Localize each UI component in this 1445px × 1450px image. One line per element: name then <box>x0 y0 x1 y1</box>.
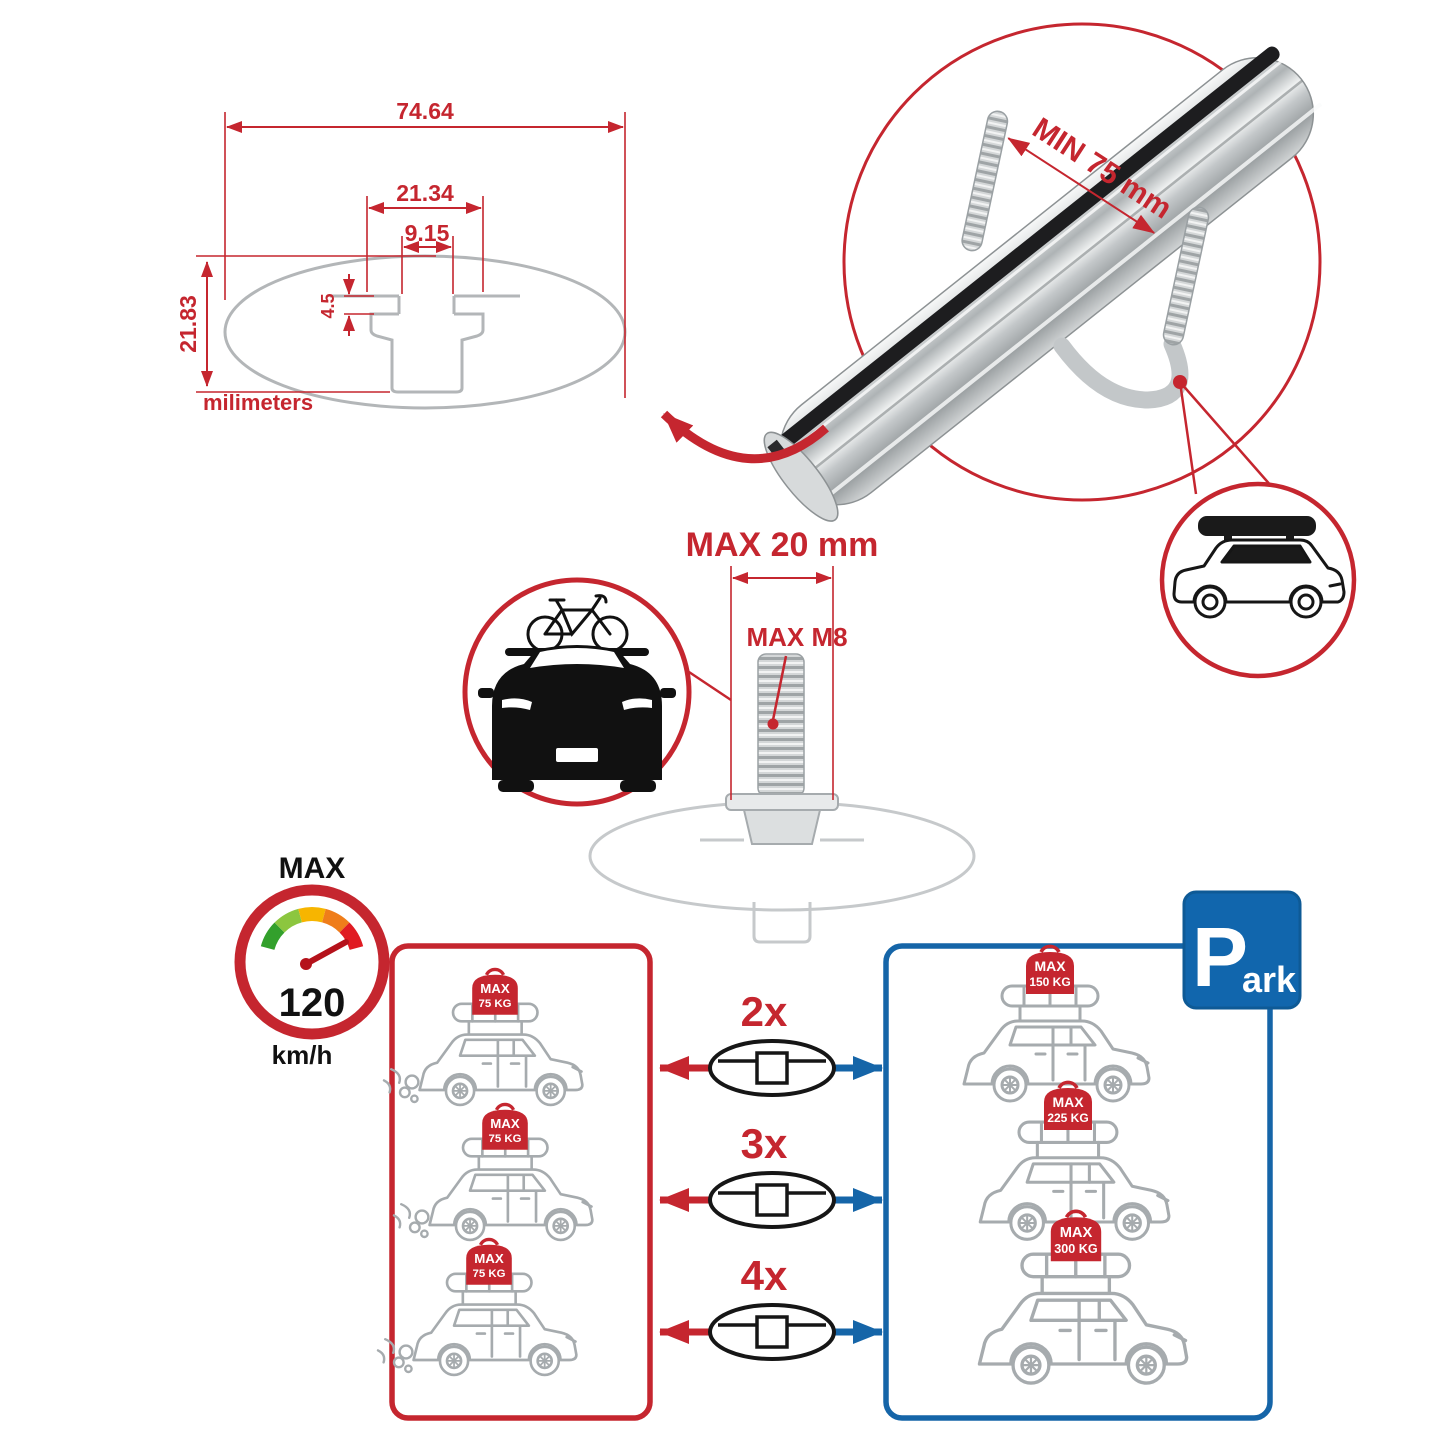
badge-value: 75 KG <box>489 1133 522 1145</box>
load-badge-parked-1: MAX 150 KG <box>1026 944 1074 994</box>
bar-profile-ellipse <box>223 254 627 410</box>
crossbar-render: MIN 75 mm <box>660 22 1357 679</box>
gauge-needle <box>303 939 349 967</box>
cross-section-arrow <box>660 410 829 464</box>
dimension-9-15-label: 9.15 <box>405 220 450 246</box>
dimension-74-64: 74.64 <box>224 98 626 398</box>
badge-value: 75 KG <box>473 1268 506 1280</box>
quantity-row-1: 2x <box>659 988 883 1097</box>
dimension-max-m8: MAX M8 <box>746 622 848 730</box>
quantity-row-2: 3x <box>659 1120 883 1229</box>
cross-section-diagram: 74.64 21.34 9.15 4.5 21.83 <box>175 98 627 415</box>
bike-icon <box>526 594 629 653</box>
t-bolt <box>725 653 839 845</box>
load-comparison: MAX 120 km/h P ark <box>234 852 1302 1421</box>
dimension-4-5: 4.5 <box>318 274 374 336</box>
speed-heading: MAX <box>279 852 346 885</box>
dimension-21-83-label: 21.83 <box>175 295 201 353</box>
clamp-rod-left <box>961 110 1009 252</box>
gauge-arc <box>260 907 364 951</box>
quantity-row-3: 4x <box>659 1252 883 1361</box>
bar-quantity-rows: 2x 3x 4x <box>659 988 883 1361</box>
speed-units: km/h <box>272 1040 333 1070</box>
speed-limit-badge: MAX 120 km/h <box>234 852 390 1070</box>
load-badge-driving-3: MAX 75 KG <box>466 1237 512 1285</box>
max-length-label: MAX 20 mm <box>686 526 879 564</box>
bolt-diagram: MAX 20 mm MAX M8 <box>462 526 976 944</box>
parked-cars: MAX 150 KG MAX 225 KG MAX 300 KG <box>962 944 1189 1385</box>
load-badge-parked-2: MAX 225 KG <box>1044 1080 1092 1130</box>
badge-max-label: MAX <box>474 1251 504 1266</box>
badge-max-label: MAX <box>1060 1225 1093 1241</box>
badge-value: 150 KG <box>1029 975 1070 989</box>
quantity-label: 3x <box>741 1120 788 1167</box>
parking-letter: P <box>1192 910 1248 1004</box>
crossbar-icon <box>708 1171 836 1229</box>
dimension-4-5-label: 4.5 <box>318 293 338 318</box>
suv-roofbox-callout <box>1159 481 1357 679</box>
badge-value: 75 KG <box>479 998 512 1010</box>
aluminum-crossbar <box>763 46 1323 522</box>
badge-value: 300 KG <box>1054 1242 1098 1256</box>
quantity-label: 2x <box>741 988 788 1035</box>
badge-max-label: MAX <box>490 1116 520 1131</box>
car-front-callout <box>462 577 732 807</box>
crossbar-icon <box>708 1039 836 1097</box>
dimension-max20: MAX 20 mm <box>686 526 879 800</box>
dimension-9-15: 9.15 <box>401 220 454 294</box>
crossbar-icon <box>708 1303 836 1361</box>
dimension-21-34: 21.34 <box>366 180 484 292</box>
dimension-74-64-label: 74.64 <box>396 98 454 124</box>
dimension-21-34-label: 21.34 <box>396 180 454 206</box>
load-badge-driving-1: MAX 75 KG <box>472 967 518 1015</box>
car-front-icon <box>478 645 676 792</box>
badge-max-label: MAX <box>1052 1094 1084 1110</box>
max-thread-label: MAX M8 <box>746 622 847 652</box>
badge-value: 225 KG <box>1047 1111 1088 1125</box>
load-badge-driving-2: MAX 75 KG <box>482 1102 528 1150</box>
units-label: milimeters <box>203 390 313 415</box>
detail-circle <box>842 22 1322 502</box>
quantity-label: 4x <box>741 1252 788 1299</box>
speed-value: 120 <box>279 981 346 1025</box>
driving-cars: MAX 75 KG MAX 75 KG MAX 75 KG <box>376 967 594 1377</box>
load-badge-parked-3: MAX 300 KG <box>1050 1209 1102 1262</box>
parking-suffix: ark <box>1242 959 1297 1000</box>
badge-max-label: MAX <box>480 981 510 996</box>
dimension-21-83: 21.83 <box>175 255 436 393</box>
badge-max-label: MAX <box>1034 958 1066 974</box>
parking-sign: P ark <box>1182 890 1302 1010</box>
bar-profile-channel <box>330 294 520 394</box>
